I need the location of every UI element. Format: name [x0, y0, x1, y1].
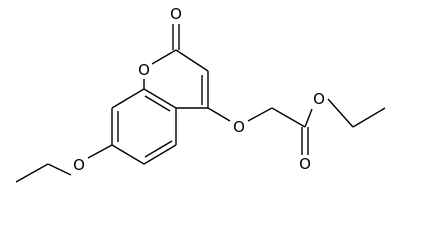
atom-o-ring: O: [138, 61, 150, 79]
bond-ethyl-ch2-ch3: [352, 107, 386, 128]
atom-o-ether-4: O: [233, 118, 245, 136]
atom-label-layer: O O O O O O: [73, 5, 325, 174]
atom-o-ester-carbonyl: O: [299, 155, 311, 173]
bond-layer: [15, 24, 386, 183]
bond-c8a-c8: [111, 88, 145, 109]
bond-ethyl2-ch2-ch3: [15, 163, 49, 183]
bond-ch2-cester: [271, 107, 306, 128]
bond-c7-o: [87, 144, 113, 159]
bond-c4-o: [207, 107, 231, 122]
atom-o-ether-7: O: [73, 156, 85, 174]
chemical-structure-diagram: O O O O O O: [15, 5, 386, 183]
bond-c4a-c8a-inner: [144, 95, 171, 112]
bond-cester-o-single: [304, 108, 313, 128]
bond-c6-c5-inner: [144, 140, 173, 158]
bond-c4a-c8a: [143, 88, 177, 109]
bond-o1-c2: [151, 49, 177, 65]
bond-c6-c5: [143, 144, 177, 165]
bond-o-ethyl2-ch2: [47, 163, 72, 176]
bond-c7-c6: [111, 144, 145, 165]
atom-o-ester-single: O: [313, 90, 325, 108]
bond-c2-c3: [175, 49, 209, 72]
bond-o-ch2: [247, 107, 273, 122]
bond-o-ethyl-ch2: [327, 98, 354, 128]
atom-o-carbonyl-ring: O: [170, 5, 182, 23]
